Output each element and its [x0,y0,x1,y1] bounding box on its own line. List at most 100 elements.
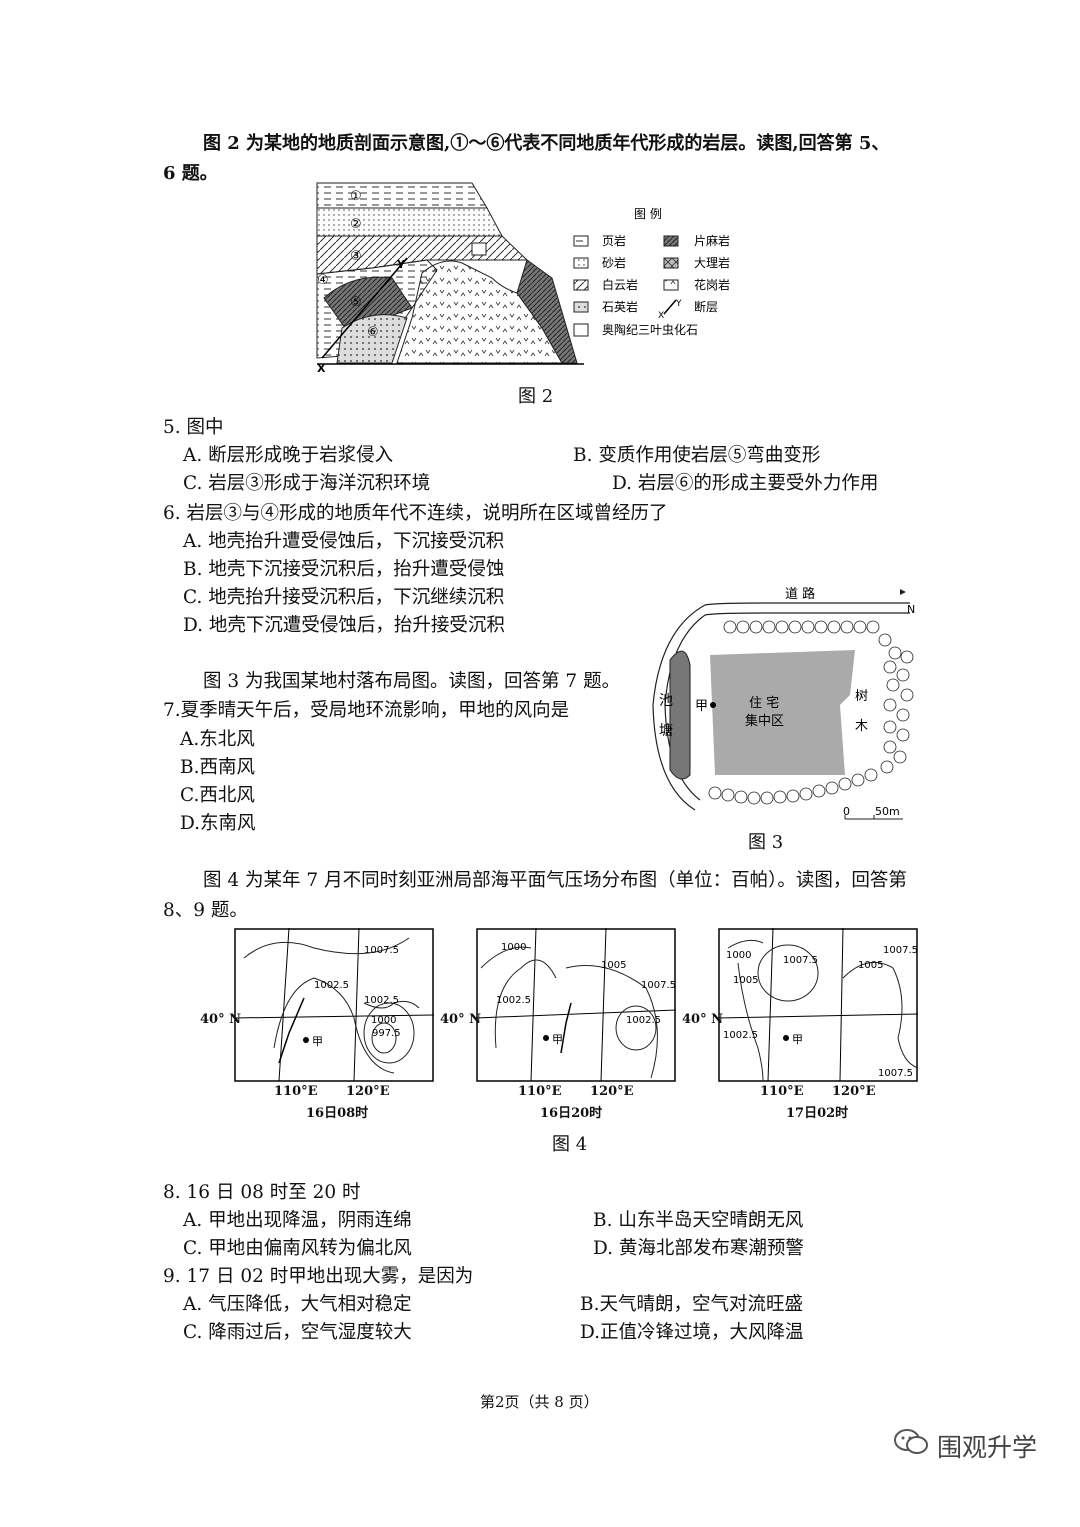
q7-option-c: C.西北风 [180,785,255,806]
point-jia-label: 甲 [695,699,708,714]
legend-label: 石英岩 [602,299,638,314]
q5-option-b: B. 变质作用使岩层⑤弯曲变形 [573,445,821,466]
q9-option-a: A. 气压降低，大气相对稳定 [183,1294,412,1315]
layer-label: ① [350,189,362,204]
isobar-label: 1002.5 [496,995,531,1006]
q5-stem: 5. 图中 [163,417,224,438]
north-label: N [907,603,915,616]
figure-2-geologic-section: ① ② ③ ④ ⑤ ⑥ X Y 图 例 页岩 片麻岩 砂岩 大理岩 白云岩 花岗… [316,182,730,373]
point-jia-label: 甲 [552,1033,563,1046]
q7-option-a: A.东北风 [180,729,255,750]
lon-label: 120°E [346,1084,390,1099]
wechat-icon [893,1428,929,1456]
q9-option-b: B.天气晴朗，空气对流旺盛 [580,1294,803,1315]
isobar-label: 1002.5 [723,1030,758,1041]
legend-label: 砂岩 [602,255,626,270]
point-jia-label: 甲 [792,1033,803,1046]
map-time: 17日02时 [786,1106,849,1121]
isobar-label: 1007.5 [364,945,399,956]
isobar-label: 1007.5 [783,955,818,966]
q8-stem: 8. 16 日 08 时至 20 时 [163,1182,361,1203]
lat-label: 40° N [200,1012,241,1027]
scale-zero: 0 [843,805,850,818]
q7-stem: 7.夏季晴天午后，受局地环流影响，甲地的风向是 [163,700,570,721]
pressure-map-2: 甲 1000 1005 1002.5 1007.5 1002.5 [476,928,676,1082]
point-jia-label: 甲 [312,1035,323,1048]
q8-option-b: B. 山东半岛天空晴朗无风 [593,1210,804,1231]
q9-stem: 9. 17 日 02 时甲地出现大雾，是因为 [163,1266,474,1287]
isobar-label: 1007.5 [641,980,676,991]
q6-option-a: A. 地壳抬升遭受侵蚀后，下沉接受沉积 [183,531,505,552]
figure-3-caption: 图 3 [748,832,784,853]
isobar-label: 1000 [371,1015,396,1026]
pond-label: 塘 [659,723,673,739]
q6-stem: 6. 岩层③与④形成的地质年代不连续，说明所在区域曾经历了 [163,503,668,524]
point-jia-marker [303,1037,309,1043]
map-time: 16日20时 [540,1106,603,1121]
lon-label: 110°E [274,1084,318,1099]
road-label: 道 路 [785,586,815,602]
isobar-label: 1005 [601,960,626,971]
lon-label: 120°E [590,1084,634,1099]
svg-text:X: X [658,311,664,321]
lon-label: 110°E [518,1084,562,1099]
q6-option-d: D. 地壳下沉遭受侵蚀后，抬升接受沉积 [183,615,505,636]
lon-label: 120°E [832,1084,876,1099]
layer-label: ⑥ [367,325,379,340]
q8-option-c: C. 甲地由偏南风转为偏北风 [183,1238,412,1259]
isobar-label: 1002.5 [364,995,399,1006]
watermark-text: 围观升学 [937,1433,1038,1462]
q9-option-c: C. 降雨过后，空气湿度较大 [183,1322,412,1343]
lon-label: 110°E [760,1084,804,1099]
north-arrow-icon [900,589,906,595]
pressure-map-1: 甲 1007.5 1002.5 1002.5 1000 997.5 [234,928,434,1082]
figure-3-village-layout: 道 路 N 池 塘 甲 住 宅 集中区 树 木 0 50m [652,586,915,820]
lat-label: 40° N [682,1012,723,1027]
q9-option-d: D.正值冷锋过境，大风降温 [580,1322,804,1343]
legend-label: 页岩 [602,233,626,248]
point-jia-marker [783,1035,789,1041]
residential-label: 集中区 [745,713,784,729]
q8-option-a: A. 甲地出现降温，阴雨连绵 [183,1210,412,1231]
intro-fig4-line2: 8、9 题。 [163,900,248,921]
legend-label: 花岗岩 [694,277,730,292]
q5-option-d: D. 岩层⑥的形成主要受外力作用 [612,473,879,494]
legend-label: 大理岩 [694,255,730,270]
isobar-label: 997.5 [372,1028,401,1039]
figure-4-pressure-maps: 甲 1007.5 1002.5 1002.5 1000 997.5 甲 1000… [196,928,926,1123]
intro-fig2-line1: 图 2 为某地的地质剖面示意图,①～⑥代表不同地质年代形成的岩层。读图,回答第 … [203,133,890,154]
residential-label: 住 宅 [749,696,779,711]
svg-text:Y: Y [675,299,682,309]
scale-value: 50m [875,805,900,818]
layer-label: ③ [350,249,362,264]
legend-label: 片麻岩 [694,233,730,248]
q5-option-a: A. 断层形成晚于岩浆侵入 [183,445,394,466]
isobar-label: 1007.5 [878,1068,913,1079]
pressure-map-3: 甲 1000 1007.5 1005 1005 1007.5 1002.5 10… [718,928,918,1082]
layer-label: ⑤ [350,295,362,310]
q5-option-c: C. 岩层③形成于海洋沉积环境 [183,473,431,494]
intro-fig3: 图 3 为我国某地村落布局图。读图，回答第 7 题。 [203,671,621,692]
trees-label: 木 [855,719,868,734]
pond-label: 池 [659,693,673,709]
trees-label: 树 [855,689,868,704]
isobar-label: 1002.5 [626,1015,661,1026]
figure-4-caption: 图 4 [552,1134,588,1155]
q7-option-b: B.西南风 [180,757,255,778]
q6-option-b: B. 地壳下沉接受沉积后，抬升遭受侵蚀 [183,559,505,580]
isobar-label: 1005 [858,960,883,971]
legend-label: 白云岩 [602,277,638,292]
isobar-label: 1000 [501,942,526,953]
layer-label: ② [350,217,362,232]
map-time: 16日08时 [306,1106,369,1121]
isobar-label: 1007.5 [883,945,918,956]
fault-x-label: X [317,362,326,373]
legend-label: 断层 [694,299,718,314]
isobar-label: 1002.5 [314,980,349,991]
isobar-label: 1005 [733,975,758,986]
page-footer: 第2页（共 8 页） [480,1393,599,1411]
q7-option-d: D.东南风 [180,813,256,834]
lat-label: 40° N [440,1012,481,1027]
figure-2-caption: 图 2 [518,386,554,407]
legend-title: 图 例 [634,207,662,221]
